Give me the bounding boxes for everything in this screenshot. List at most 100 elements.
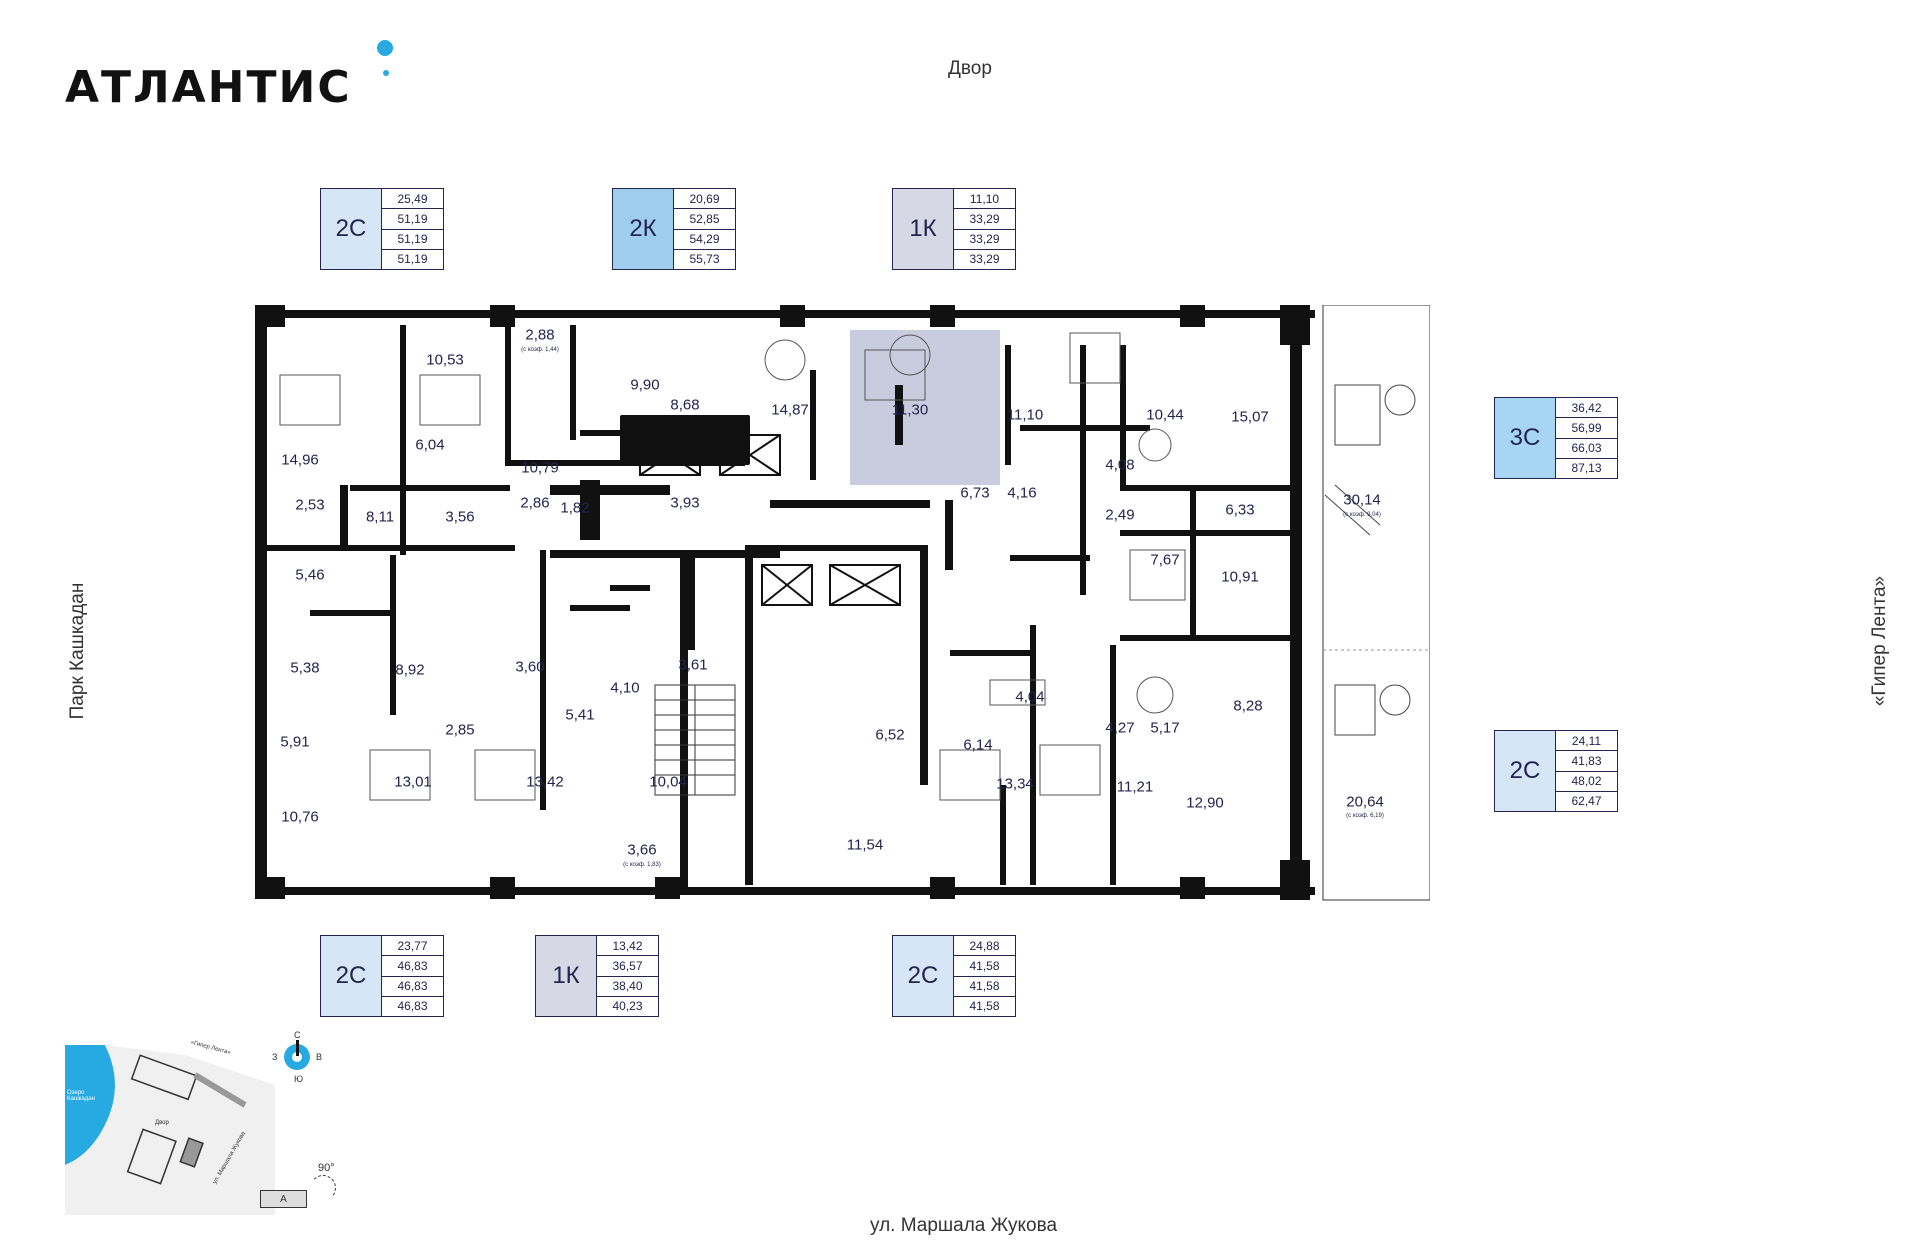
compass-east: В	[316, 1052, 323, 1062]
apartment-type: 2К	[613, 189, 674, 269]
room-area: 11,30	[891, 401, 929, 419]
room-area: 1,82	[560, 499, 590, 517]
room-area: 10,76	[281, 808, 319, 826]
area-value: 33,29	[954, 230, 1015, 250]
apartment-type: 1К	[893, 189, 954, 269]
stairwell	[654, 684, 736, 796]
area-value: 36,42	[1556, 398, 1617, 419]
room-area: 13,42	[526, 773, 564, 791]
room-area: 20,64	[1346, 793, 1384, 811]
area-value: 52,85	[674, 209, 735, 230]
area-value: 23,77	[382, 936, 443, 957]
area-value: 51,19	[397, 252, 428, 267]
area-value: 51,19	[382, 209, 443, 230]
room-area: 5,17	[1150, 719, 1180, 737]
room-area: 8,68	[670, 396, 700, 414]
room-area: 2,53	[295, 496, 325, 514]
area-value: 41,58	[954, 956, 1015, 977]
compass-west: З	[272, 1052, 278, 1062]
area-value: 40,23	[612, 999, 643, 1014]
lake-shape	[65, 1045, 115, 1165]
apartment-card-bottom-1k[interactable]: 1К 13,42 36,57 38,40 40,23	[535, 935, 659, 1017]
room-area: 7,67	[1150, 551, 1180, 569]
area-value: 33,29	[969, 252, 1000, 267]
area-value: 48,02	[1556, 772, 1617, 792]
logo-dot-small-icon	[383, 70, 389, 76]
area-value: 13,42	[597, 936, 658, 957]
apartment-card-bottom-2s-b[interactable]: 2С 24,88 41,58 41,58 41,58	[892, 935, 1016, 1017]
room-area: 8,28	[1233, 697, 1263, 715]
room-area: 5,41	[565, 706, 595, 724]
apartment-card-top-1k[interactable]: 1К 11,10 33,29 33,29 33,29	[892, 188, 1016, 270]
apartment-type: 2С	[893, 936, 954, 1016]
room-area: 11,21	[1116, 778, 1154, 796]
area-value: 33,29	[954, 209, 1015, 230]
room-area: 30,14	[1343, 491, 1381, 509]
compass: С Ю З В	[270, 1030, 330, 1090]
room-area: 13,34	[996, 775, 1034, 793]
elevator-shafts	[639, 434, 901, 606]
room-area: 3,61	[678, 656, 708, 674]
area-value: 62,47	[1571, 794, 1602, 809]
room-area: 3,56	[445, 508, 475, 526]
label-bottom: ул. Маршала Жукова	[870, 1215, 1058, 1236]
room-note: (с коэф. 9,04)	[1343, 512, 1381, 518]
room-area: 6,73	[960, 484, 990, 502]
rotate-arrow-icon	[310, 1175, 336, 1201]
room-area: 2,88	[525, 326, 555, 344]
room-area: 6,52	[875, 726, 905, 744]
area-value: 20,69	[674, 189, 735, 210]
area-value: 36,57	[597, 956, 658, 977]
area-value: 24,11	[1556, 731, 1617, 752]
area-value: 55,73	[689, 252, 720, 267]
exterior-walls	[255, 305, 1315, 900]
apartment-type: 1К	[536, 936, 597, 1016]
room-area: 10,04	[649, 773, 687, 791]
site-plan-drawing	[65, 1045, 275, 1215]
room-area: 2,85	[445, 721, 475, 739]
label-top: Двор	[948, 58, 992, 79]
area-value: 41,58	[954, 977, 1015, 997]
apartment-card-right-2s[interactable]: 2С 24,11 41,83 48,02 62,47	[1494, 730, 1618, 812]
room-area: 10,91	[1221, 568, 1259, 586]
apartment-card-right-3s[interactable]: 3С 36,42 56,99 66,03 87,13	[1494, 397, 1618, 479]
site-plan: Озеро Кашкадан «Гипер Лента» Двор ул. Ма…	[65, 1040, 275, 1220]
apartment-card-bottom-2s-a[interactable]: 2С 23,77 46,83 46,83 46,83	[320, 935, 444, 1017]
rotation-label: 90°	[318, 1162, 335, 1174]
apartment-card-top-2s[interactable]: 2С 25,49 51,19 51,19 51,19	[320, 188, 444, 270]
apartment-card-top-2k[interactable]: 2К 20,69 52,85 54,29 55,73	[612, 188, 736, 270]
room-area: 10,53	[426, 351, 464, 369]
room-area: 2,86	[520, 494, 550, 512]
room-area: 5,91	[280, 733, 310, 751]
interior-walls	[255, 325, 1290, 890]
area-value: 25,49	[382, 189, 443, 210]
area-value: 66,03	[1556, 439, 1617, 459]
room-note: (с коэф. 1,44)	[521, 347, 559, 353]
room-area: 11,10	[1006, 406, 1044, 424]
room-area: 4,16	[1007, 484, 1037, 502]
room-area: 14,96	[281, 451, 319, 469]
site-buildings	[126, 1054, 204, 1185]
room-note: (с коэф. 1,83)	[623, 862, 661, 868]
room-area: 2,49	[1105, 506, 1135, 524]
apartment-type: 2С	[321, 189, 382, 269]
room-area: 8,11	[365, 508, 395, 526]
apartment-type: 2С	[1495, 731, 1556, 811]
room-note: (с коэф. 6,19)	[1346, 813, 1384, 819]
site-lake-label: Озеро Кашкадан	[67, 1090, 95, 1102]
furniture	[279, 332, 1186, 801]
room-area: 3,66	[627, 841, 657, 859]
apartment-type: 2С	[321, 936, 382, 1016]
area-value: 41,58	[969, 999, 1000, 1014]
room-area: 6,33	[1225, 501, 1255, 519]
label-right: «Гипер Лента»	[1869, 575, 1890, 707]
area-value: 46,83	[397, 999, 428, 1014]
room-area: 6,14	[963, 736, 993, 754]
room-area: 3,60	[515, 658, 545, 676]
floor-plan-drawing	[255, 304, 1431, 901]
section-badge: А	[260, 1190, 307, 1208]
balcony-furniture	[1324, 384, 1416, 736]
area-value: 24,88	[954, 936, 1015, 957]
section-label: А	[280, 1193, 287, 1205]
room-area: 13,01	[394, 773, 432, 791]
